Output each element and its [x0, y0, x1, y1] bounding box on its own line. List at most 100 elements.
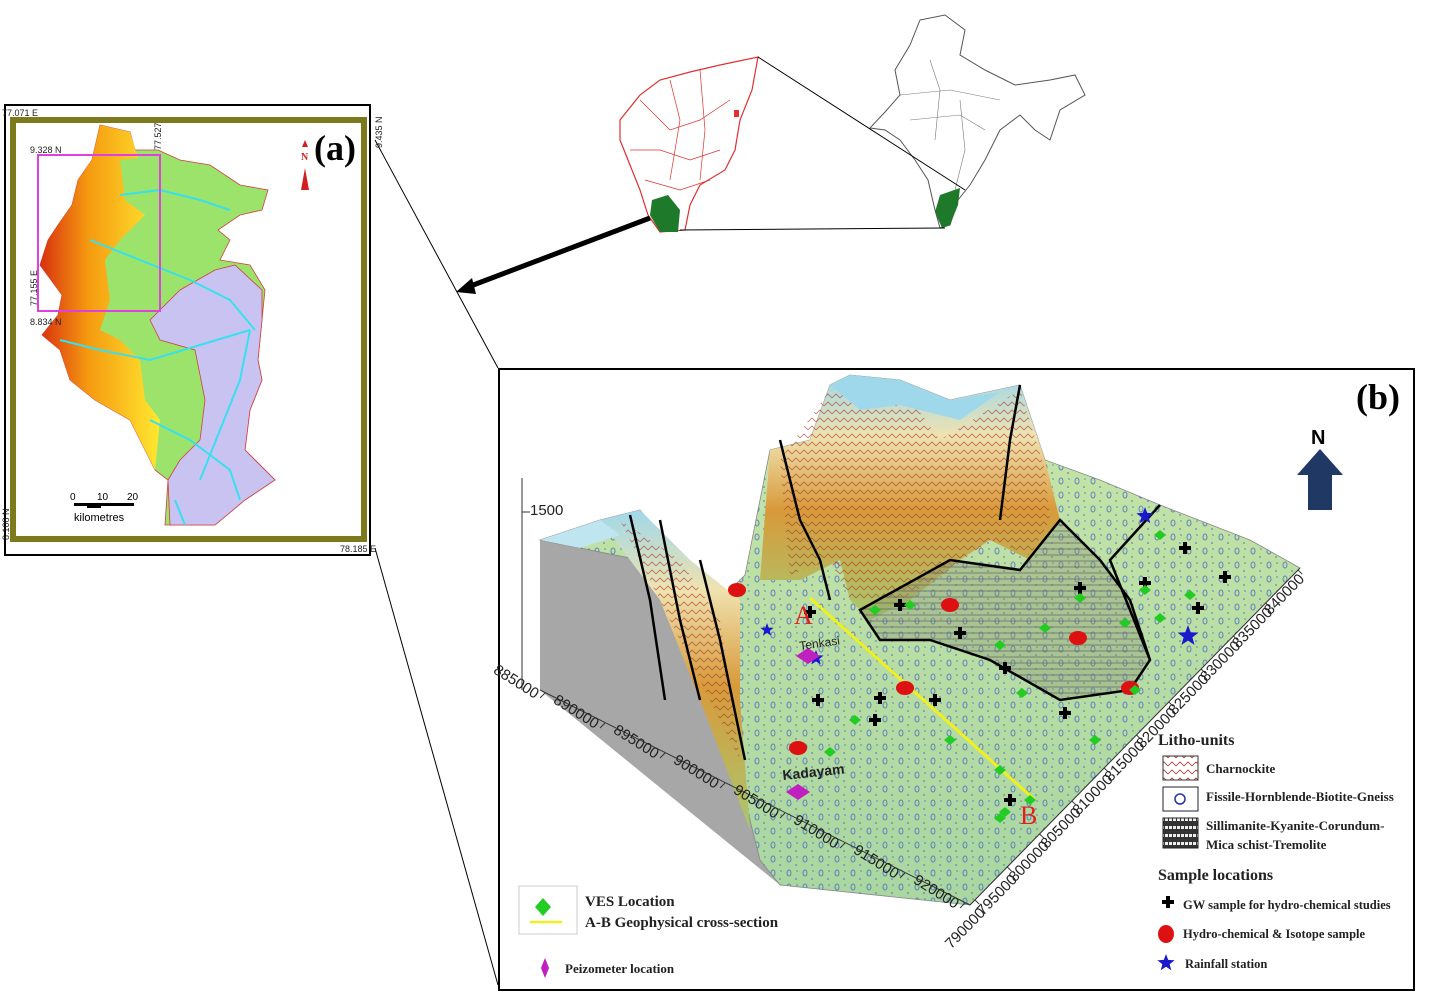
section-end-label: B: [1020, 801, 1037, 830]
ves-marker: [849, 715, 861, 725]
scale-unit: kilometres: [74, 512, 125, 524]
legend-schist-line2: Mica schist-Tremolite: [1206, 837, 1327, 852]
snow-peak: [830, 375, 1000, 420]
ves-marker: [1184, 590, 1196, 600]
ves-marker: [1074, 593, 1086, 603]
ves-marker: [904, 600, 916, 610]
gw-sample-marker: [1059, 707, 1071, 719]
y-tick: [1168, 701, 1174, 707]
y-tick: [1103, 767, 1109, 773]
rainfall-station-marker: [1136, 507, 1154, 524]
scale-tick-0: 0: [70, 492, 76, 503]
ves-diamond-icon: [535, 898, 551, 916]
gw-sample-marker: [1219, 571, 1231, 583]
ves-marker: [1129, 685, 1141, 695]
gw-sample-marker: [812, 694, 824, 706]
x-tick: [839, 842, 846, 849]
ves-marker: [1154, 613, 1166, 623]
ves-marker: [869, 605, 881, 615]
panel-b-label: (b): [1356, 377, 1400, 417]
isotope-sample-marker: [1069, 631, 1087, 645]
ves-marker: [994, 640, 1006, 650]
schist-swatch: [1162, 817, 1199, 849]
tamil-nadu-map: [619, 56, 759, 233]
coord-inset-lon: 77.527: [153, 122, 163, 150]
zoom-arrow-icon: [456, 215, 651, 294]
legend-gw-sample: GW sample for hydro-chemical studies: [1183, 898, 1391, 912]
ves-marker: [824, 747, 836, 757]
study-area-highlight: [650, 195, 680, 232]
north-label-b: N: [1311, 427, 1325, 449]
piezometer-marker: [796, 648, 820, 664]
gw-sample-marker: [999, 662, 1011, 674]
gw-sample-marker: [954, 627, 966, 639]
ves-marker: [994, 813, 1006, 823]
coord-top-left-lon: 77.071 E: [2, 108, 38, 118]
isotope-sample-marker: [941, 598, 959, 612]
legend-isotope-sample: Hydro-chemical & Isotope sample: [1183, 927, 1365, 941]
coord-inset-left-lon: 77.155 E: [29, 270, 39, 306]
coord-bottom-right-lon: 78.185 E: [340, 544, 376, 554]
gw-sample-marker: [804, 606, 816, 618]
panel-a-label: (a): [314, 128, 356, 168]
x-tick: [659, 752, 666, 759]
isotope-sample-marker: [789, 741, 807, 755]
x-tick: [599, 722, 606, 729]
place-kadayam: Kadayam: [782, 761, 846, 783]
scale-tick-20: 20: [127, 492, 139, 503]
y-tick: [1265, 602, 1271, 608]
ves-marker: [994, 765, 1006, 775]
y-tick: [1039, 833, 1045, 839]
legend-piezometer: Peizometer location: [565, 961, 675, 976]
place-tenkasi: Tenkasi: [798, 633, 840, 653]
ves-marker: [1024, 795, 1036, 805]
district-map: [37, 124, 276, 526]
gw-sample-marker: [1139, 577, 1151, 589]
scale-tick-10: 10: [97, 492, 109, 503]
gw-sample-marker: [1179, 542, 1191, 554]
legend-section: A-B Geophysical cross-section: [585, 915, 779, 931]
charnockite-swatch: [1162, 755, 1199, 781]
legend-rainfall-station: Rainfall station: [1185, 957, 1267, 971]
section-line-a-b: [808, 596, 1037, 802]
isotope-sample-marker: [896, 681, 914, 695]
panel-a-map: 77.071 E 9.435 N 9.328 N 77.527 77.155 E…: [1, 104, 384, 556]
isotope-sample-marker: [728, 583, 746, 597]
rainfall-station-icon: [1157, 954, 1175, 971]
scale-bar: 0 10 20 kilometres: [70, 492, 139, 524]
ves-marker: [1154, 530, 1166, 540]
ves-marker: [1016, 688, 1028, 698]
north-arrow-icon: [301, 140, 309, 190]
rainfall-station-marker: [1177, 625, 1199, 645]
legend-sample-title: Sample locations: [1158, 867, 1273, 884]
y-tick: [1200, 668, 1206, 674]
coord-inset-bottom-lat: 8.834 N: [30, 317, 62, 327]
legend-gneiss: Fissile-Hornblende-Biotite-Gneiss: [1206, 789, 1394, 804]
connector-lines: [374, 56, 966, 986]
gw-sample-marker: [1192, 602, 1204, 614]
gw-sample-marker: [894, 599, 906, 611]
inset-box: [37, 154, 161, 312]
y-tick: [1233, 635, 1239, 641]
legend-schist-line1: Sillimanite-Kyanite-Corundum-: [1206, 818, 1384, 833]
rainfall-station-marker: [760, 623, 774, 636]
piezometer-marker: [786, 784, 810, 800]
x-tick: [779, 812, 786, 819]
piezometer-icon: [541, 958, 549, 978]
legend-left: VES Location A-B Geophysical cross-secti…: [518, 885, 779, 978]
gw-sample-marker: [929, 694, 941, 706]
y-tick: [1071, 800, 1077, 806]
legend-right: Litho-units Charnockite Fissile-Hornblen…: [1157, 732, 1394, 971]
coord-top-right-lat: 9.435 N: [374, 116, 384, 148]
terrain-wall: [540, 525, 780, 885]
gw-sample-marker: [869, 714, 881, 726]
y-tick: [974, 899, 980, 905]
gw-sample-marker: [1074, 582, 1086, 594]
x-tick: [719, 782, 726, 789]
legend-charnockite: Charnockite: [1206, 761, 1276, 776]
panel-b-3d-map: 1500 88500089000089500090000090500091000…: [490, 368, 1415, 991]
isotope-sample-icon: [1158, 925, 1174, 943]
north-arrow-icon: [1297, 449, 1343, 510]
x-tick: [899, 872, 906, 879]
